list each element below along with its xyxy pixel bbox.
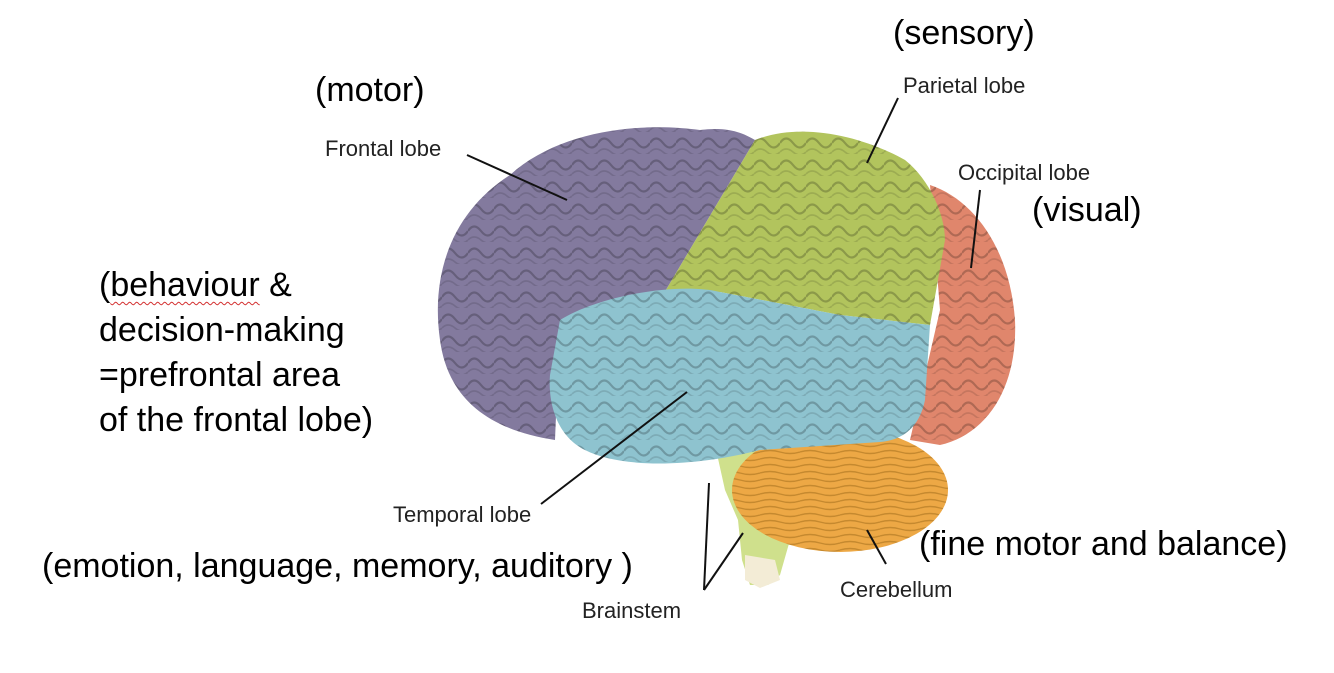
cerebellum-label: Cerebellum [840, 577, 953, 602]
cerebellum-region [732, 428, 948, 552]
temporal-leader-line [540, 391, 688, 505]
brainstem-label: Brainstem [582, 598, 682, 623]
prefrontal-open-paren: ( [99, 266, 111, 304]
cerebellum-leader-line [866, 529, 887, 565]
frontal-lobe-label: Frontal lobe [325, 136, 442, 161]
temporal-function-label: (emotion, language, memory, auditory ) [42, 547, 633, 585]
prefrontal-ampersand: & [259, 266, 292, 304]
brainstem-leader-line-1 [703, 482, 710, 591]
prefrontal-function-label: (behaviour & decision-making =prefrontal… [99, 263, 373, 443]
frontal-function-label: (motor) [315, 71, 425, 109]
prefrontal-line-3: =prefrontal area [99, 356, 340, 394]
temporal-lobe-region [549, 288, 930, 464]
frontal-leader-line [466, 154, 568, 201]
occipital-function-label: (visual) [1032, 191, 1142, 229]
misspelled-word-behaviour: behaviour [110, 266, 260, 304]
parietal-leader-line [866, 97, 899, 164]
frontal-lobe-region [437, 127, 755, 440]
brainstem-leader-line-2 [703, 532, 744, 591]
leader-lines [466, 97, 981, 591]
prefrontal-line-1: (behaviour & [99, 263, 373, 308]
temporal-lobe-label: Temporal lobe [393, 502, 532, 527]
parietal-lobe-region [660, 131, 945, 325]
prefrontal-line-2: decision-making [99, 311, 345, 349]
parietal-function-label: (sensory) [893, 14, 1035, 52]
parietal-lobe-label: Parietal lobe [903, 73, 1026, 98]
prefrontal-line-4: of the frontal lobe) [99, 401, 374, 439]
occipital-lobe-label: Occipital lobe [958, 160, 1091, 185]
cerebellum-function-label: (fine motor and balance) [919, 525, 1288, 563]
occipital-leader-line [970, 189, 981, 269]
